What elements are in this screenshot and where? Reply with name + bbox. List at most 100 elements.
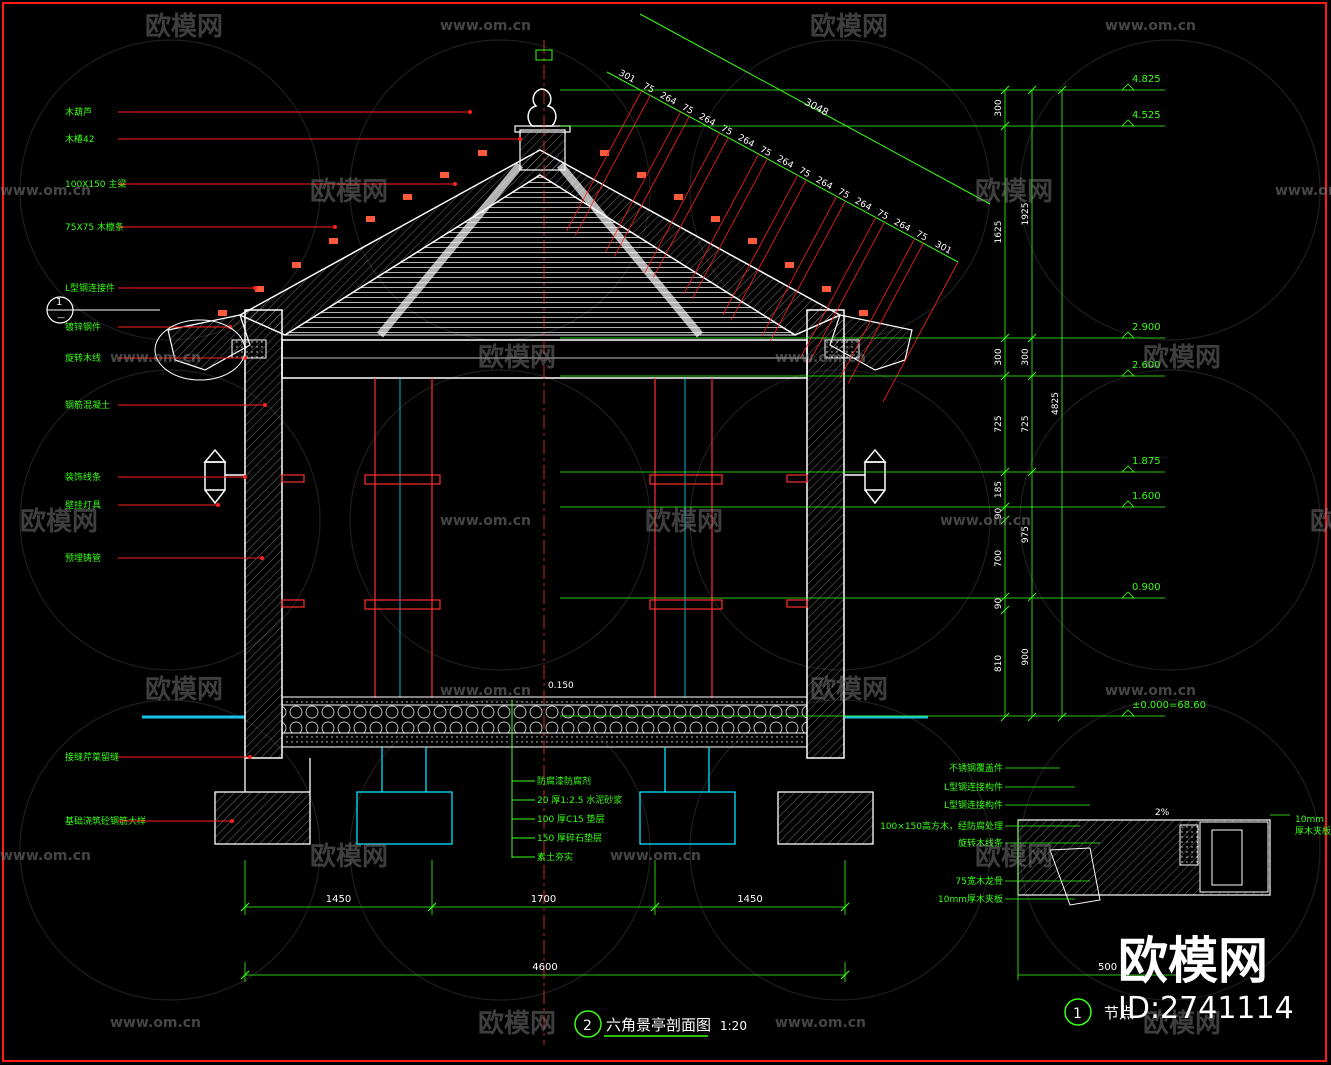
- vdim-a-tick: [1000, 605, 1010, 615]
- elevation-marker: [1121, 331, 1135, 339]
- leader-dot: [333, 225, 337, 229]
- vdim-a-value: 90: [994, 508, 1004, 520]
- elevation-value: 4.825: [1132, 74, 1161, 85]
- roof-extension: [652, 137, 729, 278]
- vdim-a-value: 700: [994, 550, 1004, 567]
- detail-label: L型钢连接构件: [944, 799, 1003, 811]
- vdim-a-tick: [1000, 333, 1010, 343]
- layer-label: 防腐漆防腐剂: [537, 775, 591, 787]
- watermark-brand: 欧模网: [310, 841, 388, 872]
- section-title-scale: 1:20: [720, 1019, 747, 1033]
- hdim-value: 1450: [737, 894, 762, 905]
- layer-label: 100 厚C15 垫层: [537, 813, 605, 825]
- detail-right-label-1: 10mm: [1295, 815, 1324, 825]
- roof-total-line: [639, 13, 991, 205]
- watermark-url: www.om.cn: [940, 513, 1031, 529]
- watermark-group: 欧模网欧模网欧模网欧模网欧模网欧模网欧模网欧模网欧模网欧模网欧模网欧模网欧模网欧…: [0, 11, 1331, 1039]
- vdim-a-value: 185: [994, 481, 1004, 498]
- vdim-a-tick: [1000, 371, 1010, 381]
- roof-total-value: 3048: [802, 97, 830, 119]
- inner-columns: [374, 378, 713, 698]
- detail-callout-1: 1 —: [46, 296, 246, 381]
- leader-dot: [248, 755, 252, 759]
- logo-text: 欧模网: [1118, 932, 1268, 990]
- leader-dot: [253, 286, 257, 290]
- callout-number: 1: [56, 297, 62, 308]
- vdim-c-tick: [1057, 712, 1067, 722]
- seat-rails: [281, 474, 808, 610]
- watermark-brand: 欧模网: [20, 506, 98, 537]
- vdim-b-tick: [1027, 85, 1037, 95]
- elevation-marker: [1121, 500, 1135, 508]
- roof-extension: [644, 132, 721, 274]
- detail-title-text: 节点: [1104, 1004, 1134, 1022]
- leader-dot: [243, 475, 247, 479]
- section-title-number: 2: [583, 1018, 592, 1034]
- hdim-tick: [240, 902, 250, 912]
- callout-dash: —: [57, 313, 65, 322]
- elevation-group: 4.8254.5252.9002.6001.8751.6000.900±0.00…: [560, 74, 1206, 717]
- vdim-a-value: 300: [994, 348, 1004, 365]
- roof-dim-value: 75: [680, 103, 695, 117]
- left-label: L型钢连接件: [65, 282, 115, 294]
- vdim-b-value: 725: [1021, 415, 1031, 432]
- left-label: 木椿42: [65, 133, 94, 145]
- watermark-brand: 欧模网: [478, 342, 556, 373]
- watermark-url: www.om.cn: [775, 1015, 866, 1031]
- leader-dot: [453, 182, 457, 186]
- axis-tag-top: [535, 49, 553, 61]
- walls: [244, 309, 845, 759]
- roof-extension: [683, 153, 760, 295]
- hdim-total-tick: [840, 970, 850, 980]
- roof-extension: [882, 261, 959, 403]
- watermark-url: www.om.cn: [1105, 683, 1196, 699]
- vdim-c-value: 4825: [1051, 392, 1061, 415]
- watermark-brand: 欧模网: [645, 506, 723, 537]
- floor-level-mark: 0.150: [548, 681, 574, 691]
- watermark-brand: 欧模网: [810, 11, 888, 42]
- detail-label: L型钢连接构件: [944, 781, 1003, 793]
- vdim-a-tick: [1000, 515, 1010, 525]
- roof-dim-value: 75: [641, 82, 656, 96]
- layer-label: 150 厚碎石垫层: [537, 832, 602, 844]
- vdim-a-value: 725: [994, 415, 1004, 432]
- vdim-a-tick: [1000, 592, 1010, 602]
- watermark-brand: 欧模网: [145, 11, 223, 42]
- left-label: 基础浇筑砼钢筋大样: [65, 815, 146, 827]
- watermark-url: www.om.cn: [110, 1015, 201, 1031]
- vertical-dimension-group: 3001625300725185907009081019253007259759…: [994, 85, 1067, 722]
- left-label: 木葫芦: [65, 106, 92, 118]
- detail-title-number: 1: [1073, 1006, 1082, 1022]
- detail-label: 75宽木龙骨: [956, 875, 1003, 887]
- elevation-value: 2.900: [1132, 322, 1161, 333]
- vdim-a-value: 1625: [994, 221, 1004, 244]
- vdim-a-tick: [1000, 85, 1010, 95]
- vdim-b-tick: [1027, 712, 1037, 722]
- detail-node-drawing: 2% 500 10mm 厚木夹板: [1017, 808, 1331, 980]
- watermark-url: www.om.cn: [0, 183, 91, 199]
- vdim-b-tick: [1027, 333, 1037, 343]
- vdim-b-value: 900: [1021, 648, 1031, 665]
- logo-id: ID:2741114: [1118, 991, 1294, 1026]
- elevation-marker: [1121, 369, 1135, 377]
- watermark-brand: 欧模网: [975, 841, 1053, 872]
- hdim-tick: [840, 902, 850, 912]
- hdim-tick: [650, 902, 660, 912]
- watermark-brand: 欧模网: [1310, 506, 1331, 537]
- vdim-a-tick: [1000, 121, 1010, 131]
- roof-extension: [808, 221, 885, 363]
- detail-label: 不锈钢覆盖件: [949, 762, 1003, 774]
- watermark-brand: 欧模网: [478, 1008, 556, 1039]
- roof-dim-value: 75: [797, 166, 812, 180]
- detail-label: 旋转木线条: [958, 837, 1003, 849]
- roof-extension: [839, 238, 916, 379]
- left-label: 75X75 木檩条: [65, 221, 124, 233]
- detail-title: 1 节点: [1064, 998, 1134, 1026]
- roof-dim-value: 75: [758, 145, 773, 159]
- elevation-value: 1.600: [1132, 491, 1161, 502]
- leader-dot: [468, 110, 472, 114]
- detail-slope: 2%: [1155, 808, 1170, 818]
